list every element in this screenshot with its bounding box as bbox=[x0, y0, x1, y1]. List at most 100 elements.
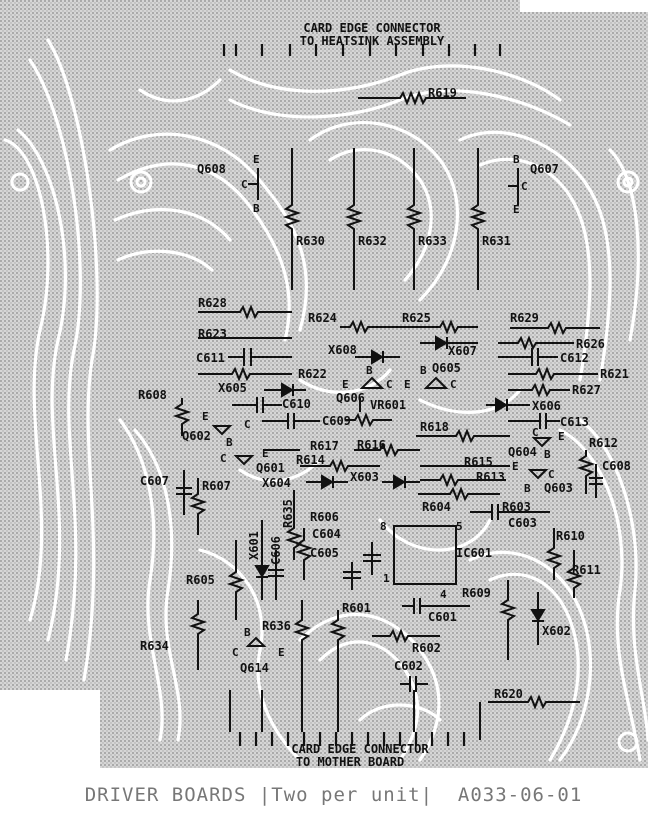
pin-q608-e: E bbox=[253, 153, 260, 166]
label-r603: R603 bbox=[502, 500, 531, 514]
top-connector-pads bbox=[222, 44, 502, 56]
label-x607: X607 bbox=[448, 344, 477, 358]
pin-q603-e: E bbox=[512, 460, 519, 473]
component-wiring bbox=[172, 90, 603, 740]
label-r604: R604 bbox=[422, 500, 451, 514]
label-r617: R617 bbox=[310, 439, 339, 453]
label-q604: Q604 bbox=[508, 445, 537, 459]
label-r618: R618 bbox=[420, 420, 449, 434]
label-r623: R623 bbox=[198, 327, 227, 341]
label-c602: C602 bbox=[394, 659, 423, 673]
pin-q605-b: B bbox=[420, 364, 427, 377]
label-r631: R631 bbox=[482, 234, 511, 248]
label-r624: R624 bbox=[308, 311, 337, 325]
mounting-holes bbox=[10, 170, 640, 753]
label-c606: C606 bbox=[269, 536, 283, 565]
label-c605: C605 bbox=[310, 546, 339, 560]
label-r602: R602 bbox=[412, 641, 441, 655]
pin-q614-c: C bbox=[232, 646, 239, 659]
bottom-connector-subtitle: TO MOTHER BOARD bbox=[296, 755, 404, 769]
top-connector-title: CARD EDGE CONNECTOR bbox=[303, 21, 441, 35]
pin-q614-e: E bbox=[278, 646, 285, 659]
label-c608: C608 bbox=[602, 459, 631, 473]
label-q601: Q601 bbox=[256, 461, 285, 475]
label-r611: R611 bbox=[572, 563, 601, 577]
pin-q601-c: C bbox=[220, 452, 227, 465]
label-r636: R636 bbox=[262, 619, 291, 633]
label-c603: C603 bbox=[508, 516, 537, 530]
label-q606: Q606 bbox=[336, 391, 365, 405]
label-x602: X602 bbox=[542, 624, 571, 638]
label-r608: R608 bbox=[138, 388, 167, 402]
pin-q602-c: C bbox=[244, 418, 251, 431]
label-r629: R629 bbox=[510, 311, 539, 325]
label-r613: R613 bbox=[476, 470, 505, 484]
pin-q603-c: C bbox=[548, 468, 555, 481]
pin-ic-5: 5 bbox=[456, 520, 463, 533]
label-c611: C611 bbox=[196, 351, 225, 365]
label-r632: R632 bbox=[358, 234, 387, 248]
label-r610: R610 bbox=[556, 529, 585, 543]
label-r628: R628 bbox=[198, 296, 227, 310]
pin-q603-b: B bbox=[524, 482, 531, 495]
label-c607: C607 bbox=[140, 474, 169, 488]
label-q605: Q605 bbox=[432, 361, 461, 375]
label-x601: X601 bbox=[247, 531, 261, 560]
figure-caption: DRIVER BOARDS |Two per unit| A033-06-01 bbox=[84, 784, 583, 806]
label-c612: C612 bbox=[560, 351, 589, 365]
label-x603: X603 bbox=[350, 470, 379, 484]
pin-q608-c: C bbox=[241, 178, 248, 191]
label-x608: X608 bbox=[328, 343, 357, 357]
label-r605: R605 bbox=[186, 573, 215, 587]
pin-q606-b: B bbox=[366, 364, 373, 377]
label-r622: R622 bbox=[298, 367, 327, 381]
label-x606: X606 bbox=[532, 399, 561, 413]
pin-q605-c: C bbox=[450, 378, 457, 391]
label-r627: R627 bbox=[572, 383, 601, 397]
label-q608: Q608 bbox=[197, 162, 226, 176]
label-r630: R630 bbox=[296, 234, 325, 248]
label-r635: R635 bbox=[281, 499, 295, 528]
label-c604: C604 bbox=[312, 527, 341, 541]
label-r633: R633 bbox=[418, 234, 447, 248]
pin-q604-e: E bbox=[558, 430, 565, 443]
label-ic601: IC601 bbox=[456, 546, 492, 560]
label-r607: R607 bbox=[202, 479, 231, 493]
label-r619: R619 bbox=[428, 86, 457, 100]
label-r634: R634 bbox=[140, 639, 169, 653]
label-c601: C601 bbox=[428, 610, 457, 624]
label-r606: R606 bbox=[310, 510, 339, 524]
label-r626: R626 bbox=[576, 337, 605, 351]
label-q607: Q607 bbox=[530, 162, 559, 176]
label-q603: Q603 bbox=[544, 481, 573, 495]
top-connector-subtitle: TO HEATSINK ASSEMBLY bbox=[300, 34, 445, 48]
label-x604: X604 bbox=[262, 476, 291, 490]
pin-q602-e: E bbox=[202, 410, 209, 423]
label-r621: R621 bbox=[600, 367, 629, 381]
pin-q607-c: C bbox=[521, 180, 528, 193]
bottom-connector-pads bbox=[238, 732, 466, 746]
pin-q608-b: B bbox=[253, 202, 260, 215]
pcb-traces bbox=[3, 38, 650, 762]
label-c610: C610 bbox=[282, 397, 311, 411]
connector-labels: CARD EDGE CONNECTOR TO HEATSINK ASSEMBLY… bbox=[291, 21, 445, 769]
label-r625: R625 bbox=[402, 311, 431, 325]
pin-q607-e: E bbox=[513, 203, 520, 216]
pin-q601-e: E bbox=[262, 447, 269, 460]
bottom-connector-title: CARD EDGE CONNECTOR bbox=[291, 742, 429, 756]
pin-q606-c: C bbox=[386, 378, 393, 391]
label-r614: R614 bbox=[296, 453, 325, 467]
pin-q607-b: B bbox=[513, 153, 520, 166]
label-c613: C613 bbox=[560, 415, 589, 429]
pin-ic-8: 8 bbox=[380, 520, 387, 533]
pin-q602-b: B bbox=[226, 436, 233, 449]
label-c609: C609 bbox=[322, 414, 351, 428]
label-r616: R616 bbox=[357, 438, 386, 452]
label-vr601: VR601 bbox=[370, 398, 406, 412]
label-r615: R615 bbox=[464, 455, 493, 469]
pin-ic-1: 1 bbox=[383, 572, 390, 585]
label-q614: Q614 bbox=[240, 661, 269, 675]
pin-q604-b: B bbox=[544, 448, 551, 461]
label-x605: X605 bbox=[218, 381, 247, 395]
